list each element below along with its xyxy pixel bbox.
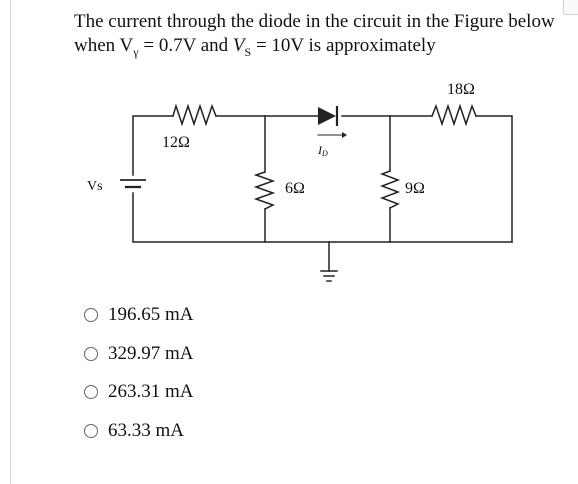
question-text: The current through the diode in the cir… [74,10,574,64]
option-2[interactable]: 329.97 mA [84,340,194,368]
radio-button[interactable] [84,385,98,399]
diode-current-label: ID [317,143,328,158]
resistor-18-zigzag [431,103,477,127]
frame-border [10,0,11,484]
answer-options: 196.65 mA 329.97 mA 263.31 mA 63.33 mA [84,301,194,455]
resistor-9-zigzag [379,170,401,210]
option-4[interactable]: 63.33 mA [84,417,194,445]
radio-button[interactable] [84,346,98,361]
option-3[interactable]: 263.31 mA [84,378,194,406]
resistor-18-label: 18Ω [447,81,475,98]
resistor-12-label: 12Ω [162,134,190,151]
wire-top-mid [215,115,266,173]
option-label: 263.31 mA [108,381,194,402]
question-line-1: The current through the diode in the cir… [74,11,555,32]
corner-widget [563,0,578,15]
resistor-6-label: 6Ω [285,180,305,197]
circuit-diagram: 12Ω 6Ω 9Ω 18Ω Vs ID [87,81,513,282]
option-label: 329.97 mA [108,342,194,364]
option-label: 63.33 mA [108,419,184,441]
resistor-9-label: 9Ω [405,180,425,197]
question-line-2: when Vγ = 0.7V and VS = 10V is approxima… [74,35,436,59]
wire-far-right [475,115,513,243]
resistor-6-zigzag [253,171,276,211]
wire-top-left [132,115,174,176]
diode-triangle [318,107,336,125]
wire-bottom [132,192,513,243]
radio-button[interactable] [84,423,98,438]
resistor-12-zigzag [172,103,217,127]
option-1[interactable]: 196.65 mA [84,301,194,329]
current-arrow-head [342,132,347,138]
source-label: Vs [87,179,103,194]
radio-button[interactable] [84,308,98,322]
option-label: 196.65 mA [108,304,194,325]
